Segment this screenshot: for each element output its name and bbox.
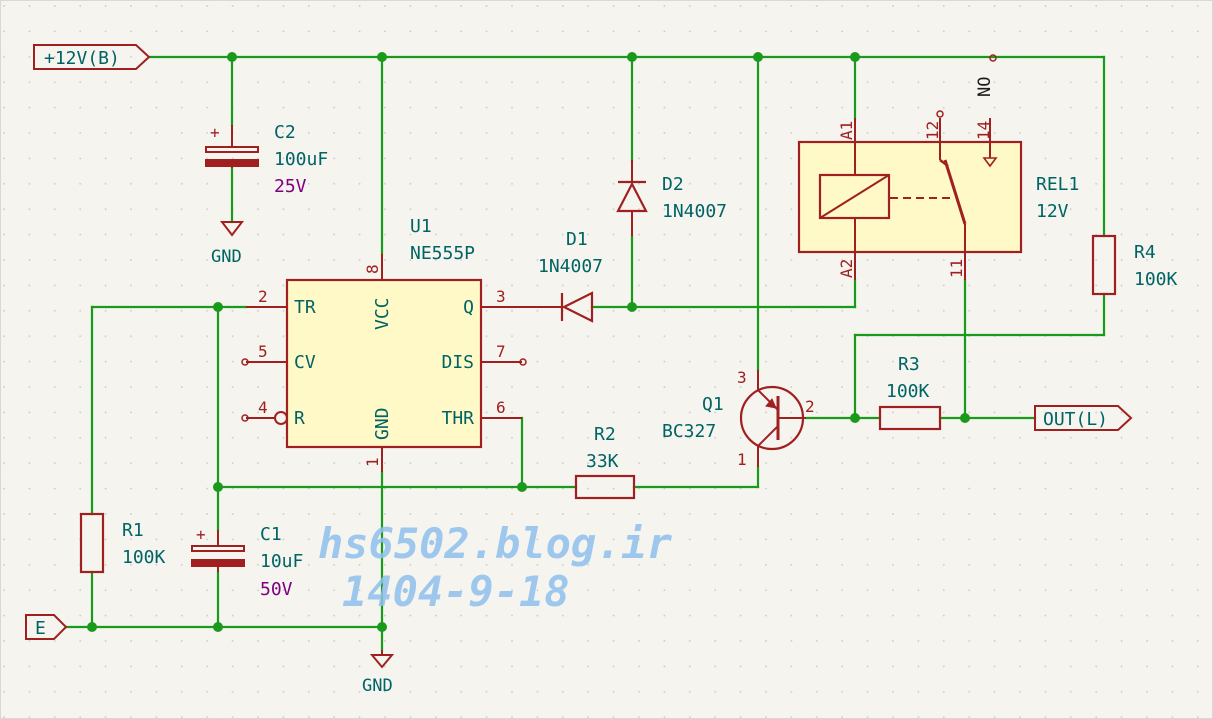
- c2-value: 100uF: [274, 149, 328, 170]
- port-vcc-label: +12V(B): [44, 48, 120, 69]
- c1-plus: +: [196, 525, 206, 544]
- gnd2-label: GND: [362, 676, 393, 696]
- u1-pin-cv-name: CV: [294, 352, 316, 373]
- u1-pin-r-num: 4: [258, 398, 268, 417]
- r1-value: 100K: [122, 547, 166, 568]
- u1-pin-vcc-num: 8: [363, 264, 382, 274]
- r2-ref: R2: [594, 424, 616, 445]
- q1-pin-2: 2: [805, 397, 815, 416]
- u1-pin-gnd-num: 1: [363, 457, 382, 467]
- port-vcc: +12V(B): [33, 44, 151, 70]
- capacitor-c2: + C2 100uF 25V: [205, 122, 328, 197]
- gnd1-label: GND: [211, 247, 242, 267]
- watermark: hs6502.blog.ir 1404-9-18: [318, 519, 673, 616]
- capacitor-c1: + C1 10uF 50V: [191, 524, 303, 600]
- u1-pin-tr-num: 2: [258, 287, 268, 306]
- c1-ref: C1: [260, 524, 282, 545]
- rel1-ref: REL1: [1036, 174, 1079, 195]
- d2-ref: D2: [662, 174, 684, 195]
- q1-pin-3: 3: [737, 368, 747, 387]
- c2-ref: C2: [274, 122, 296, 143]
- rel1-pin-12: 12: [923, 121, 942, 140]
- r4-ref: R4: [1134, 242, 1156, 263]
- u1-pin-vcc-name: VCC: [372, 297, 393, 330]
- u1-pin-thr-name: THR: [441, 408, 474, 429]
- u1-pin-tr-name: TR: [294, 297, 316, 318]
- u1-pin-q-name: Q: [463, 297, 474, 318]
- r1-ref: R1: [122, 520, 144, 541]
- transistor-q1: 3 2 1 Q1 BC327: [662, 368, 815, 469]
- diode-d1: D1 1N4007: [522, 229, 603, 323]
- rel1-no-label: NO: [975, 77, 995, 97]
- r3-ref: R3: [898, 354, 920, 375]
- u1-value: NE555P: [410, 243, 475, 264]
- port-out: OUT(L): [1034, 405, 1133, 431]
- rel1-pin-14: 14: [974, 121, 993, 140]
- resistor-r3: R3 100K: [878, 354, 942, 431]
- watermark-line2: 1404-9-18: [342, 567, 570, 616]
- c1-value: 10uF: [260, 551, 303, 572]
- u1-pin-thr-num: 6: [496, 398, 506, 417]
- relay-rel1: A1 A2 12 14 11 NO REL1 12V: [797, 54, 1079, 280]
- u1-pin-r-name: R: [294, 408, 305, 429]
- d2-value: 1N4007: [662, 201, 727, 222]
- q1-ref: Q1: [702, 394, 724, 415]
- port-out-label: OUT(L): [1043, 409, 1108, 430]
- q1-value: BC327: [662, 421, 716, 442]
- u1-pin-dis-num: 7: [496, 342, 506, 361]
- r4-value: 100K: [1134, 269, 1178, 290]
- u1-pin-cv-num: 5: [258, 342, 268, 361]
- rel1-pin-11: 11: [947, 259, 966, 278]
- rel1-value: 12V: [1036, 201, 1069, 222]
- gnd-symbol-1: GND: [211, 221, 245, 267]
- u1-pin-gnd-name: GND: [372, 407, 393, 440]
- rel1-pin-a2: A2: [837, 259, 856, 278]
- resistor-r2: R2 33K: [574, 424, 636, 500]
- u1-pin-q-num: 3: [496, 287, 506, 306]
- resistor-r1: R1 100K: [79, 512, 166, 574]
- u1-ref: U1: [410, 216, 432, 237]
- ic-u1: 2 5 4 3 7 6 8 1 TR CV R Q DIS THR VCC GN…: [241, 216, 527, 472]
- c2-plus: +: [210, 123, 220, 142]
- port-e: E: [25, 614, 68, 640]
- r2-value: 33K: [586, 451, 619, 472]
- port-e-label: E: [35, 618, 46, 639]
- junctions: [87, 52, 970, 632]
- c1-voltage: 50V: [260, 579, 293, 600]
- r3-value: 100K: [886, 381, 930, 402]
- watermark-line1: hs6502.blog.ir: [318, 519, 673, 568]
- resistor-r4: R4 100K: [1091, 234, 1178, 296]
- c2-voltage: 25V: [274, 176, 307, 197]
- d1-ref: D1: [566, 229, 588, 250]
- u1-pin-dis-name: DIS: [441, 352, 474, 373]
- gnd-symbol-2: GND: [362, 650, 395, 696]
- q1-pin-1: 1: [737, 450, 747, 469]
- diode-d2: D2 1N4007: [616, 160, 727, 236]
- rel1-pin-a1: A1: [837, 121, 856, 140]
- d1-value: 1N4007: [538, 256, 603, 277]
